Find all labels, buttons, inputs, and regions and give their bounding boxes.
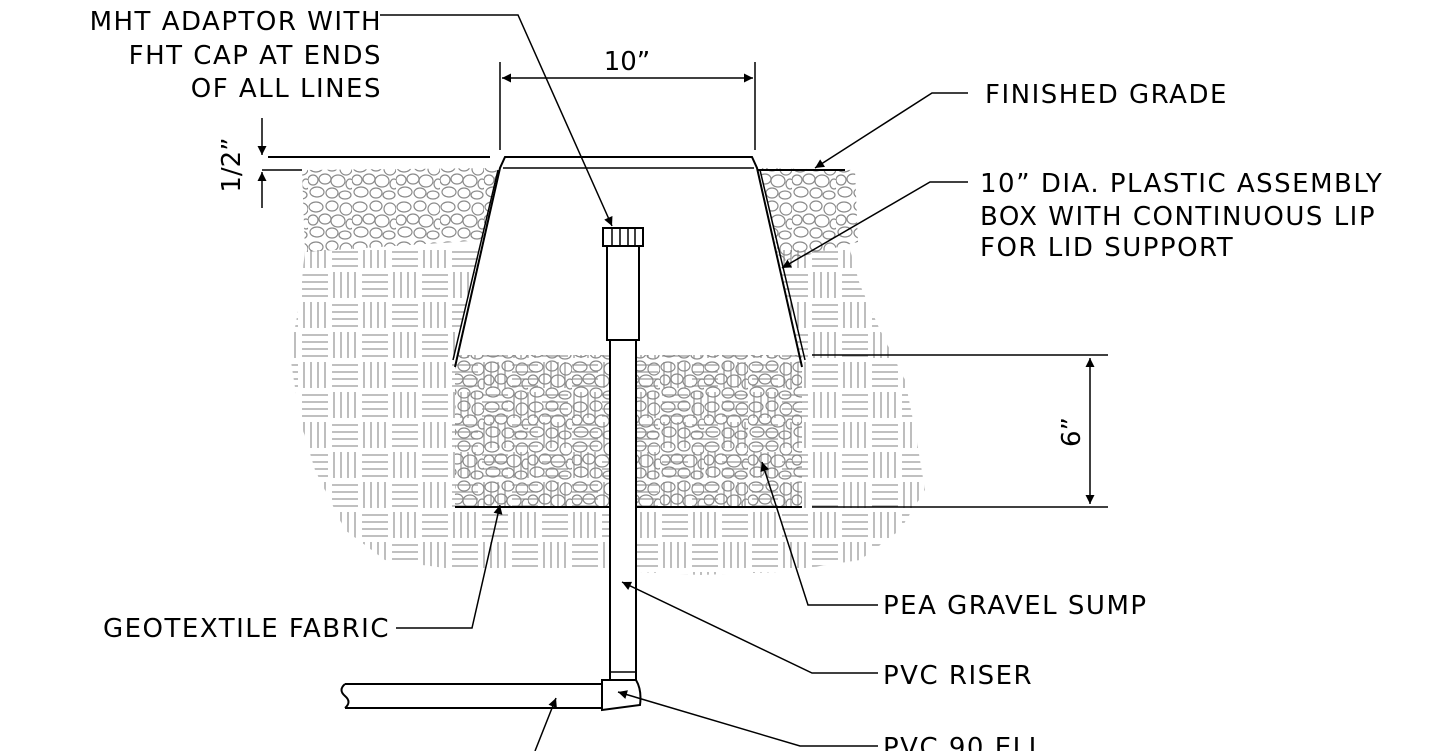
leader-pvc-elbow — [617, 690, 878, 747]
dim-sump-depth: 6” — [1057, 417, 1087, 447]
leader-assembly-box — [781, 181, 968, 269]
leader-lateral-pipe — [534, 697, 557, 751]
label-pvc-elbow: PVC 90 ELL — [883, 733, 1045, 751]
label-adaptor-3: OF ALL LINES — [191, 74, 382, 104]
label-finished-grade: FINISHED GRADE — [985, 80, 1228, 110]
label-box-1: 10” DIA. PLASTIC ASSEMBLY — [980, 169, 1383, 199]
dim-lid-offset: 1/2” — [217, 137, 247, 192]
mht-adaptor — [606, 244, 640, 341]
pvc-riser — [609, 339, 637, 681]
dim-width: 10” — [604, 47, 651, 77]
label-pea-gravel: PEA GRAVEL SUMP — [883, 591, 1148, 621]
top-gravel-left — [302, 168, 497, 252]
fht-cap — [602, 227, 644, 247]
box-wall-inner-left — [452, 169, 499, 361]
label-box-2: BOX WITH CONTINUOUS LIP — [980, 202, 1376, 232]
leader-adaptor — [380, 14, 613, 227]
leader-finished-grade — [814, 92, 968, 169]
pvc-elbow — [601, 679, 642, 712]
label-geotextile: GEOTEXTILE FABRIC — [103, 614, 390, 644]
assembly-box-outline — [454, 156, 803, 368]
pipe-break — [340, 683, 350, 709]
label-adaptor-2: FHT CAP AT ENDS — [129, 41, 382, 71]
leader-pvc-riser — [621, 581, 878, 674]
label-box-3: FOR LID SUPPORT — [980, 233, 1234, 263]
label-adaptor-1: MHT ADAPTOR WITH — [90, 7, 382, 37]
leader-geotextile — [396, 504, 503, 629]
leader-pea-gravel — [760, 461, 878, 606]
cap-knurl — [611, 228, 636, 246]
label-pvc-riser: PVC RISER — [883, 661, 1033, 691]
